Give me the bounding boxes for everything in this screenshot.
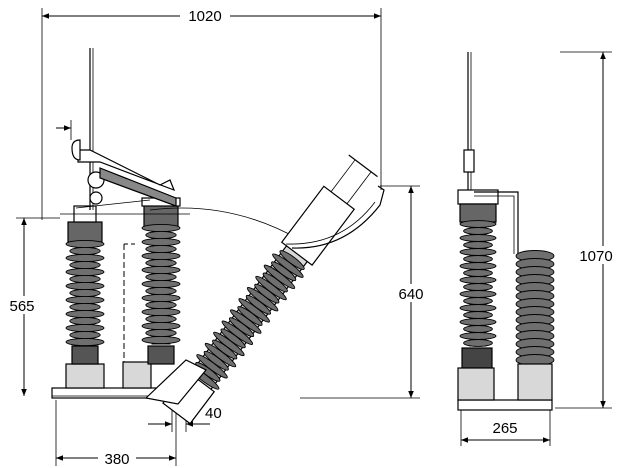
base-width-label: 380 <box>104 451 129 468</box>
insulator-shed <box>145 258 177 268</box>
tall-height-label: 640 <box>398 286 423 303</box>
dimension-side-height: 1070 <box>555 51 617 409</box>
insulator-shed <box>69 274 101 284</box>
dimension-tall-height: 640 <box>300 185 432 399</box>
insulator-shed <box>65 239 105 249</box>
side-fuse-stack <box>515 250 555 401</box>
side-insulator <box>457 189 499 401</box>
insulator-shed <box>463 227 493 235</box>
insulator-shed <box>65 295 105 305</box>
insulator-shed <box>463 241 493 249</box>
insulator-shed <box>141 293 181 303</box>
insulator-shed <box>141 321 181 331</box>
insulator-shed <box>141 279 181 289</box>
insulator-shed <box>145 314 177 324</box>
insulator-shed <box>141 251 181 261</box>
insulator-shed <box>463 283 493 291</box>
dimension-side-width: 265 <box>460 410 551 446</box>
insulator-shed <box>463 311 493 319</box>
insulator-shed <box>459 248 497 256</box>
insulator-shed <box>459 290 497 298</box>
insulator-shed <box>145 244 177 254</box>
insulator-shed <box>65 337 105 347</box>
insulator-shed <box>463 339 493 347</box>
insulator-shed <box>145 286 177 296</box>
insulator-shed <box>459 332 497 340</box>
insulator-shed <box>459 262 497 270</box>
insulator-shed <box>145 300 177 310</box>
dimension-overall-width: 1020 <box>41 6 382 220</box>
insulator-shed <box>459 276 497 284</box>
middle-insulator <box>122 197 181 389</box>
insulator-shed <box>65 253 105 263</box>
dimension-base-width: 380 <box>55 400 177 468</box>
fuse-lower-holder <box>144 359 207 405</box>
insulator-shed <box>69 288 101 298</box>
insulator-shed <box>65 323 105 333</box>
side-height-label: 1070 <box>579 248 612 265</box>
insulator-shed <box>459 318 497 326</box>
insulator-shed <box>463 269 493 277</box>
side-view <box>457 52 555 411</box>
side-base-plate <box>457 399 553 411</box>
dimension-lever-offset <box>56 120 72 140</box>
insulator-shed <box>145 230 177 240</box>
insulator-shed <box>463 325 493 333</box>
insulator-shed <box>69 246 101 256</box>
insulator-shed <box>141 237 181 247</box>
insulator-shed <box>141 335 181 345</box>
contact-arm <box>60 48 301 241</box>
front-view <box>51 48 385 425</box>
insulator-shed <box>69 260 101 270</box>
insulator-shed <box>69 330 101 340</box>
insulator-shed <box>65 267 105 277</box>
insulator-shed <box>463 255 493 263</box>
insulator-shed <box>141 265 181 275</box>
insulator-shed <box>145 272 177 282</box>
insulator-shed <box>69 316 101 326</box>
insulator-shed <box>459 234 497 242</box>
insulator-shed <box>141 307 181 317</box>
fuse-shed <box>279 250 305 270</box>
side-width-label: 265 <box>492 420 517 437</box>
insulator-shed <box>65 309 105 319</box>
left-height-label: 565 <box>9 298 34 315</box>
insulator-shed <box>459 220 497 228</box>
base-offset-label: 40 <box>205 405 222 422</box>
dimension-base-offset: 40 <box>148 400 222 432</box>
fuse-carrier <box>162 154 378 425</box>
insulator-shed <box>145 328 177 338</box>
insulator-shed <box>69 302 101 312</box>
insulator-shed <box>463 297 493 305</box>
insulator-shed <box>141 223 181 233</box>
insulator-shed <box>65 281 105 291</box>
dimension-left-height: 565 <box>4 217 60 396</box>
overall-width-label: 1020 <box>188 8 221 25</box>
insulator-shed <box>459 304 497 312</box>
left-insulator <box>65 205 105 389</box>
